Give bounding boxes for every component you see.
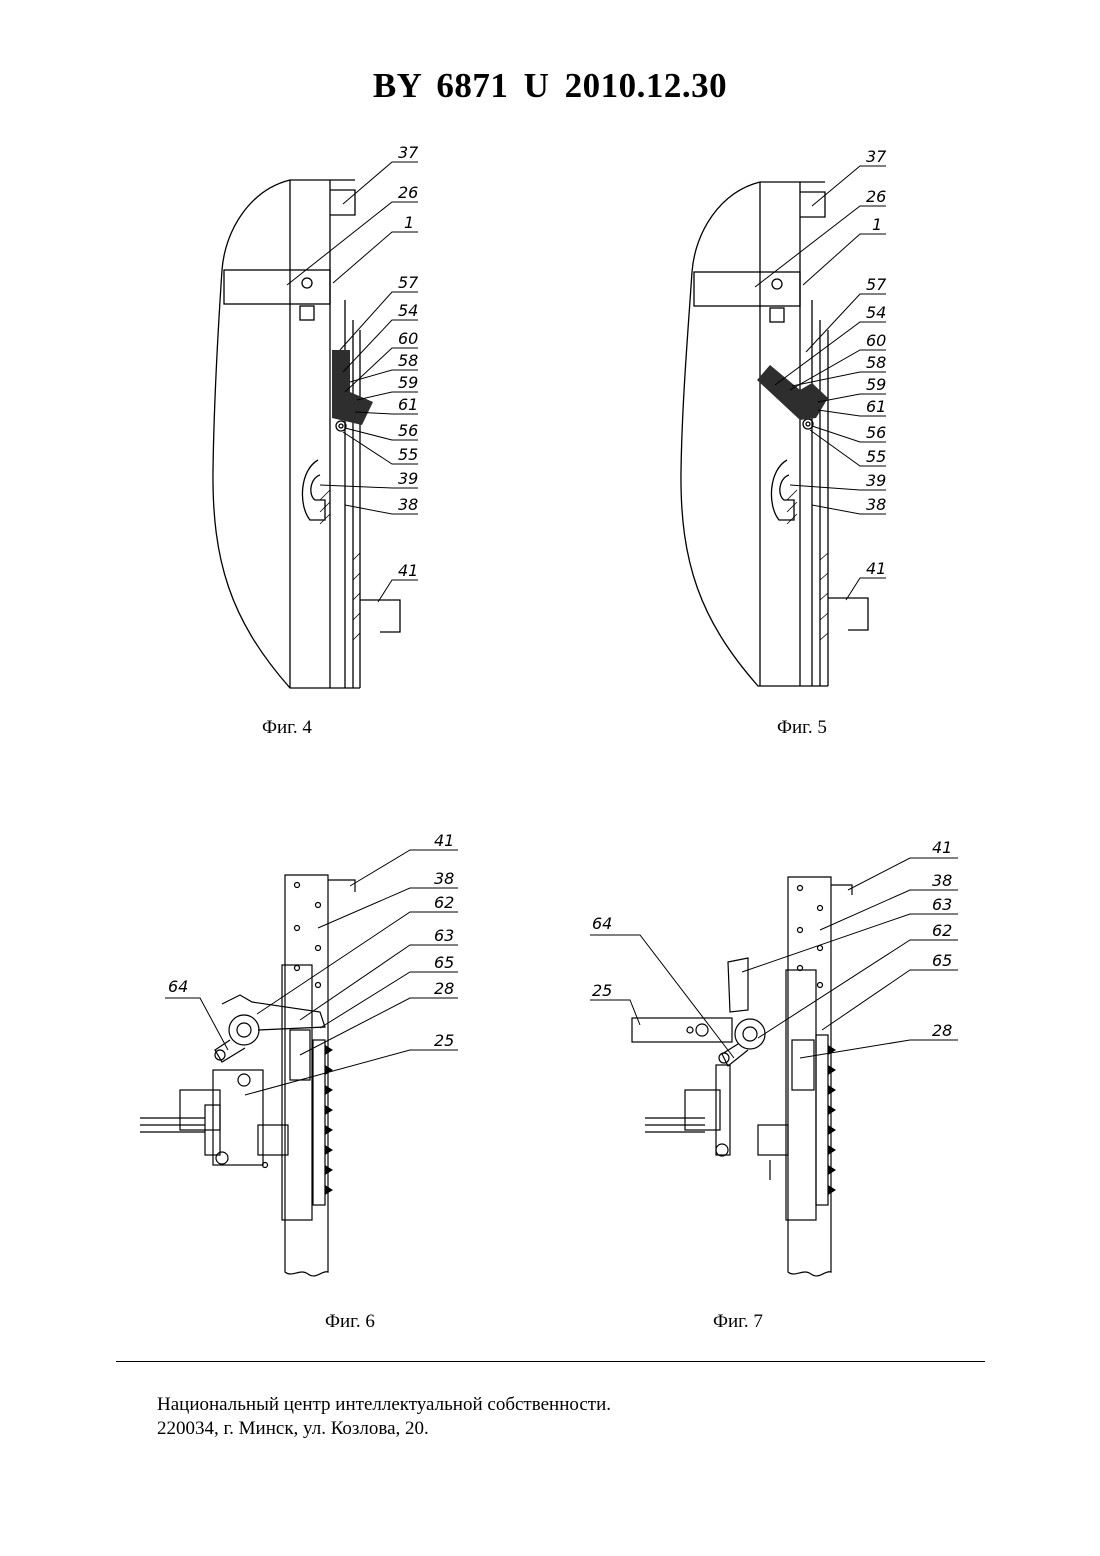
footer-address: 220034, г. Минск, ул. Козлова, 20. bbox=[157, 1417, 611, 1441]
figure-7-drawing: 41 38 63 62 65 28 64 25 bbox=[0, 0, 1100, 1300]
footer: Национальный центр интеллектуальной собс… bbox=[157, 1393, 611, 1441]
footer-divider bbox=[116, 1361, 985, 1362]
callout: 65 bbox=[932, 951, 952, 970]
callout: 63 bbox=[932, 895, 952, 914]
figure-7-callouts: 41 38 63 62 65 28 64 25 bbox=[592, 838, 952, 1040]
figure-6-caption: Фиг. 6 bbox=[325, 1311, 375, 1333]
callout: 25 bbox=[592, 981, 612, 1000]
callout: 62 bbox=[932, 921, 952, 940]
footer-organization: Национальный центр интеллектуальной собс… bbox=[157, 1393, 611, 1417]
callout: 41 bbox=[932, 838, 952, 857]
callout: 38 bbox=[932, 871, 952, 890]
figure-7-caption: Фиг. 7 bbox=[713, 1311, 763, 1333]
callout: 64 bbox=[592, 914, 612, 933]
callout: 28 bbox=[932, 1021, 952, 1040]
